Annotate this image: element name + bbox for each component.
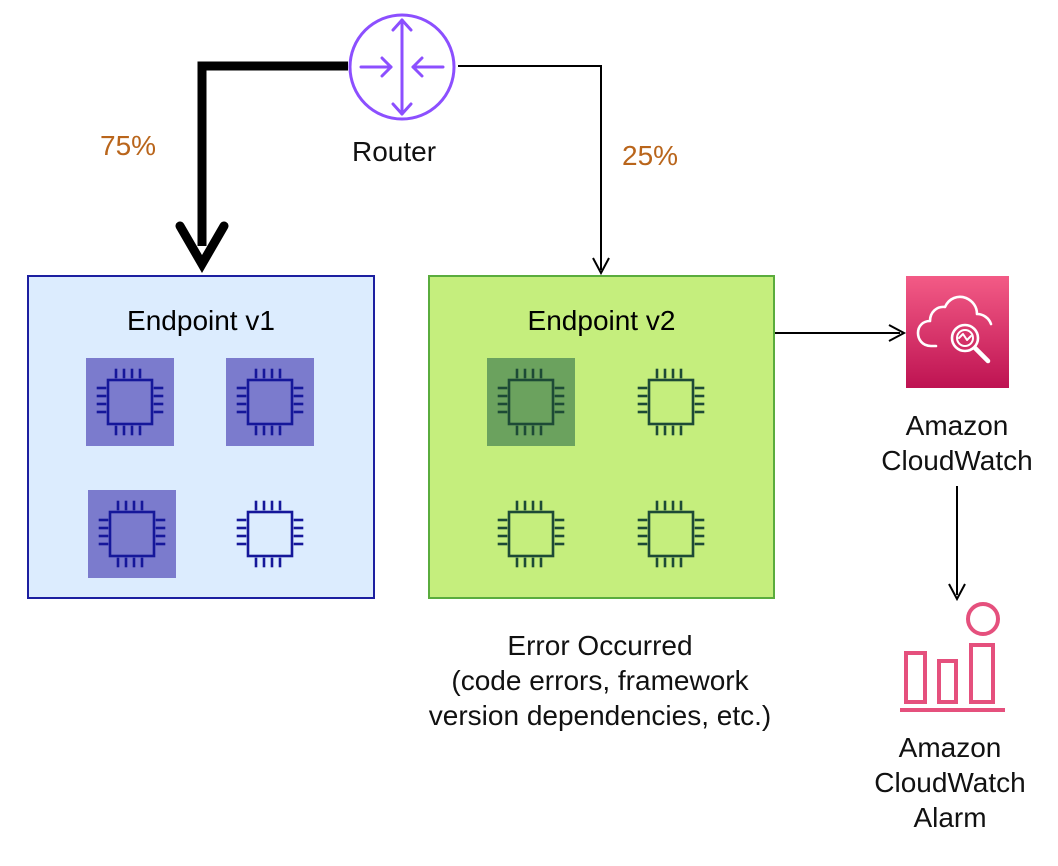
alarm-label-line-1: Amazon xyxy=(898,732,1002,763)
v1-traffic-percent: 75% xyxy=(100,130,157,161)
endpoint-v2-title: Endpoint v2 xyxy=(527,305,676,336)
cloudwatch-to-alarm-arrowhead xyxy=(948,583,966,602)
route-to-v2-line xyxy=(458,65,602,270)
instance-chip-icon xyxy=(627,358,715,446)
cloudwatch-label-line-2: CloudWatch xyxy=(881,445,1033,476)
endpoint-v1-box: Endpoint v1 xyxy=(27,275,375,599)
instance-chip-icon xyxy=(226,490,314,578)
route-to-v1-arrowhead xyxy=(175,221,229,273)
cloudwatch-alarm-icon xyxy=(896,602,1008,714)
instance-chip-icon xyxy=(627,490,715,578)
v2-to-cloudwatch-arrowhead xyxy=(888,324,907,342)
alarm-label-line-2: CloudWatch xyxy=(874,767,1026,798)
endpoint-v1-title: Endpoint v1 xyxy=(127,305,275,336)
error-title: Error Occurred xyxy=(507,630,693,661)
router-icon xyxy=(347,12,457,122)
endpoint-v2-box: Endpoint v2 xyxy=(428,275,775,599)
instance-chip-icon xyxy=(88,490,176,578)
error-note: Error Occurred (code errors, framework v… xyxy=(390,628,810,733)
route-to-v1-line xyxy=(197,61,348,246)
cloudwatch-label: Amazon CloudWatch xyxy=(857,408,1057,478)
error-detail-line-2: version dependencies, etc.) xyxy=(428,700,772,731)
instance-chip-icon xyxy=(487,490,575,578)
cloudwatch-label-line-1: Amazon xyxy=(905,410,1009,441)
instance-chip-icon xyxy=(86,358,174,446)
error-detail-line-1: (code errors, framework xyxy=(451,665,749,696)
instance-chip-icon xyxy=(226,358,314,446)
cloudwatch-alarm-label: Amazon CloudWatch Alarm xyxy=(850,730,1050,835)
route-to-v2-arrowhead xyxy=(592,257,610,276)
v2-traffic-percent: 25% xyxy=(622,140,679,171)
router-label: Router xyxy=(352,136,437,167)
cloudwatch-icon xyxy=(906,276,1009,388)
alarm-label-line-3: Alarm xyxy=(913,802,987,833)
instance-chip-icon xyxy=(487,358,575,446)
